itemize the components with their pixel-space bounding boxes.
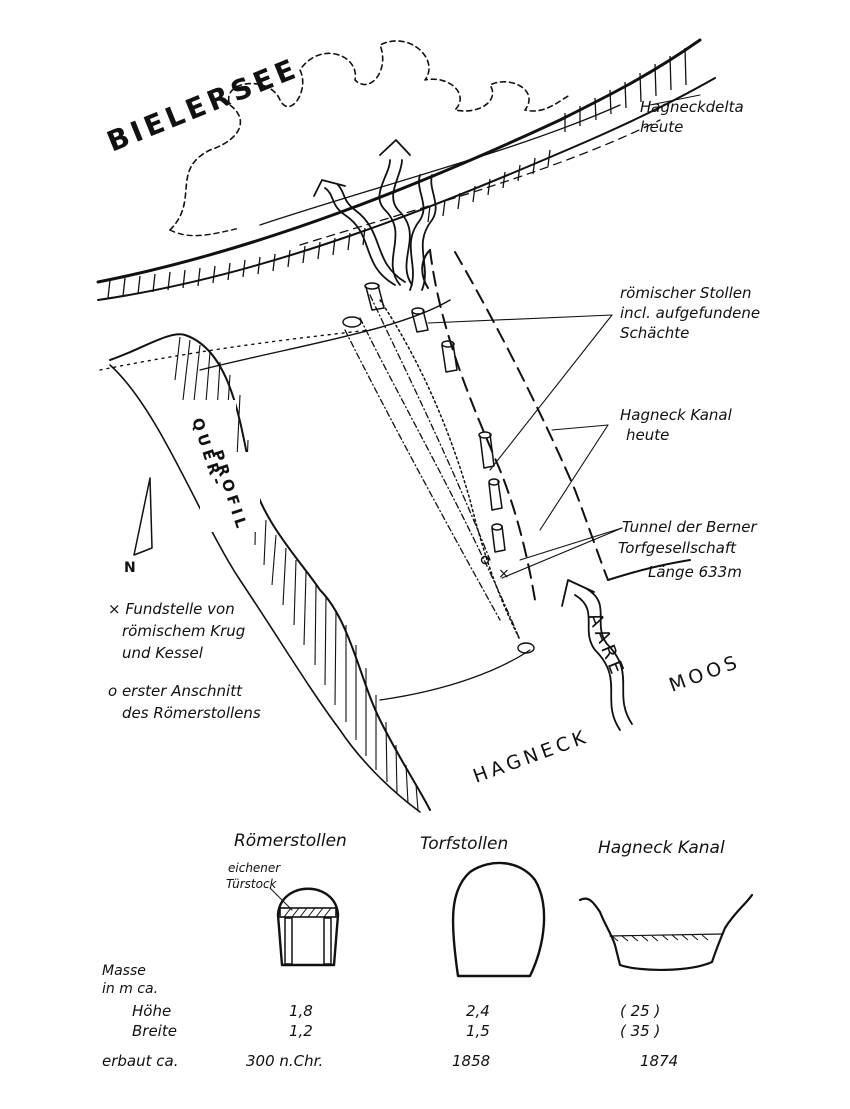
row-label-width: Breite [132, 1022, 177, 1040]
north-arrow: N [124, 477, 153, 576]
label-roman-line2: incl. aufgefundene [620, 304, 760, 322]
door-label-line1: eichener [228, 861, 281, 875]
legend-find-line1: × Fundstelle von [108, 600, 235, 618]
flow-arrows [313, 139, 437, 291]
lake-name: BIELERSEE [102, 52, 303, 159]
label-peat-tunnel: Tunnel der Berner Torfgesellschaft Länge… [618, 518, 757, 581]
torf-section [451, 861, 546, 978]
value-built-torf: 1858 [452, 1052, 490, 1070]
value-built-canal: 1874 [640, 1052, 678, 1070]
title-torfstollen: Torfstollen [420, 834, 508, 854]
north-label: N [124, 560, 136, 576]
value-width-canal: ( 35 ) [620, 1022, 660, 1040]
title-roemerstollen: Römerstollen [234, 831, 347, 851]
aare-label: AARE [583, 610, 629, 681]
value-width-roman: 1,2 [289, 1022, 313, 1040]
canal-outline [421, 249, 691, 601]
moos-label: MOOS [666, 651, 743, 697]
value-height-torf: 2,4 [466, 1002, 490, 1020]
label-roman-line1: römischer Stollen [620, 284, 752, 302]
delta-outline [169, 40, 571, 231]
aare-arrow [561, 579, 633, 731]
row-label-built: erbaut ca. [102, 1052, 178, 1070]
peat-tunnel [379, 299, 521, 641]
value-built-roman: 300 n.Chr. [246, 1052, 323, 1070]
section-titles: Römerstollen Torfstollen Hagneck Kanal [234, 831, 725, 858]
hagneck-label: HAGNECK [470, 725, 592, 787]
roman-section: eichener Türstock [226, 861, 340, 967]
value-height-roman: 1,8 [289, 1002, 313, 1020]
label-delta-line1: Hagneckdelta [640, 98, 744, 116]
label-roman-tunnel: römischer Stollen incl. aufgefundene Sch… [620, 284, 760, 342]
label-delta-line2: heute [640, 118, 683, 136]
label-canal-line2: heute [626, 426, 669, 444]
legend-find-line3: und Kessel [122, 644, 204, 662]
label-peat-line3: Länge 633m [648, 563, 742, 581]
legend: × Fundstelle von römischem Krug und Kess… [108, 600, 261, 722]
canal-section [578, 893, 754, 971]
label-peat-line2: Torfgesellschaft [618, 539, 737, 557]
legend-cut-line2: des Römerstollens [122, 704, 261, 722]
legend-find-line2: römischem Krug [122, 622, 245, 640]
table-header-line1: Masse [102, 963, 146, 979]
shafts [364, 282, 506, 553]
label-roman-line3: Schächte [620, 324, 689, 342]
value-width-torf: 1,5 [466, 1022, 490, 1040]
lake-shore [96, 38, 716, 301]
roman-tunnel [344, 294, 521, 641]
table-header-line2: in m ca. [102, 981, 158, 997]
cross-profile: QUER- PROFIL [109, 333, 431, 813]
svg-text:×: × [498, 566, 510, 582]
row-label-height: Höhe [132, 1002, 171, 1020]
door-label-line2: Türstock [226, 877, 278, 891]
legend-cut-line1: o erster Anschnitt [108, 682, 243, 700]
label-peat-line1: Tunnel der Berner [622, 518, 757, 536]
pointer-lines [427, 314, 623, 579]
value-height-canal: ( 25 ) [620, 1002, 660, 1020]
title-hagneck-kanal: Hagneck Kanal [598, 838, 725, 858]
label-delta: Hagneckdelta heute [640, 98, 744, 136]
label-canal: Hagneck Kanal heute [620, 406, 733, 444]
label-canal-line1: Hagneck Kanal [620, 406, 733, 424]
dimensions-table: Masse in m ca. Höhe 1,8 2,4 ( 25 ) Breit… [102, 963, 678, 1070]
